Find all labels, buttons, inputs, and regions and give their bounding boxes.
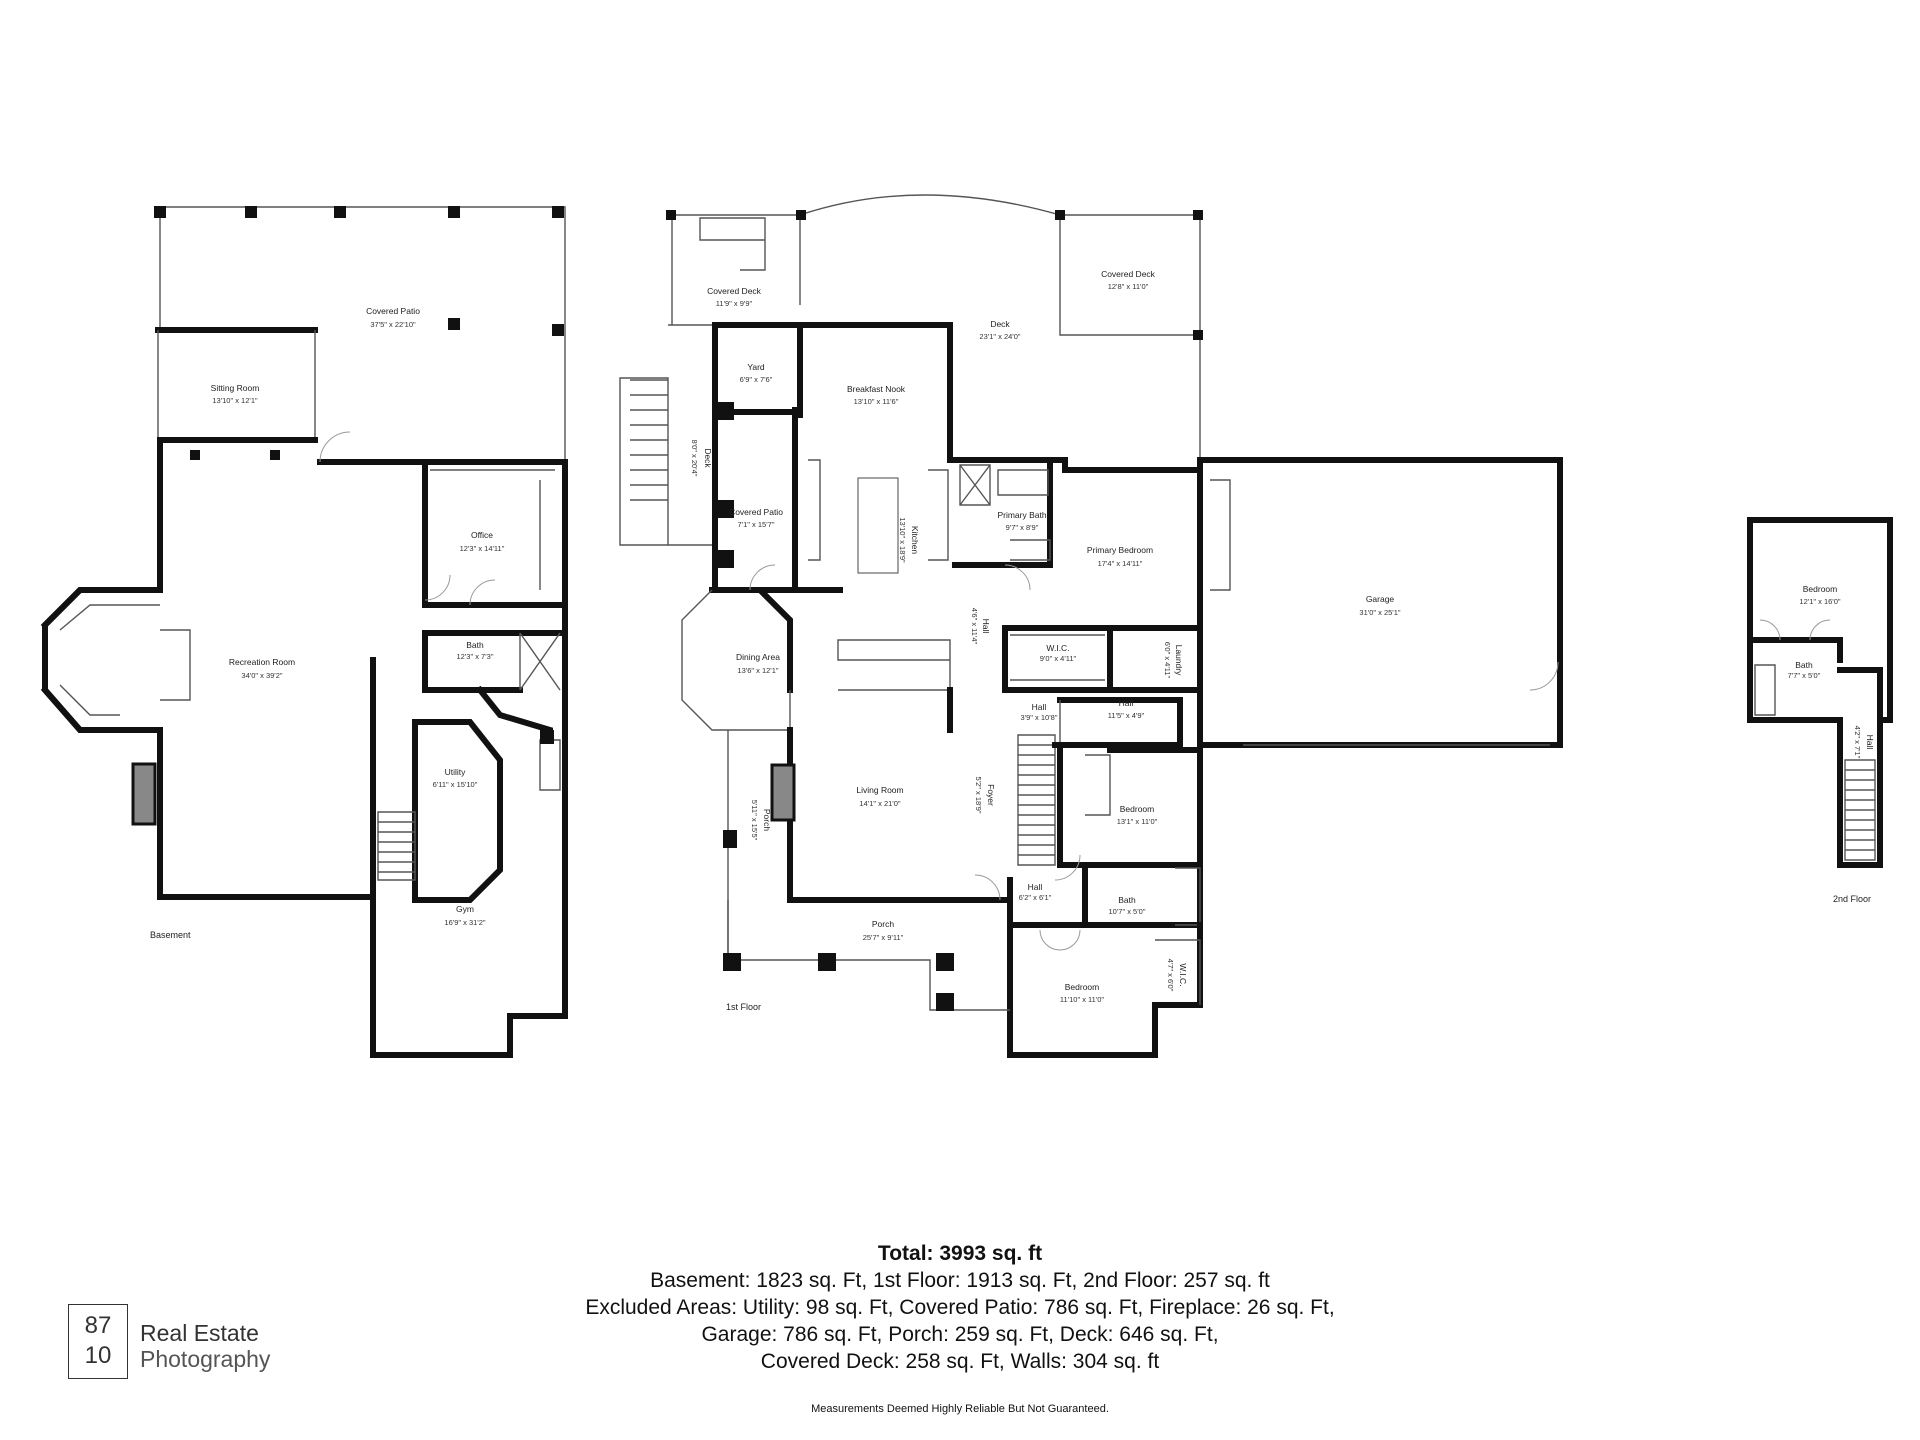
room-gym-dim: 16'9" x 31'2" bbox=[444, 918, 485, 927]
floor-label-second: 2nd Floor bbox=[1833, 894, 1871, 904]
room-primary-bath-dim: 9'7" x 8'9" bbox=[1006, 523, 1039, 532]
room-breakfast-nook-name: Breakfast Nook bbox=[847, 384, 906, 394]
room-garage-name: Garage bbox=[1366, 594, 1395, 604]
room-deck-side-dim: 8'0" x 20'4" bbox=[690, 440, 699, 477]
logo-top-number: 87 bbox=[84, 1312, 112, 1339]
room-covered-deck-2-dim: 12'8" x 11'0" bbox=[1108, 282, 1149, 291]
room-bath-bsmt-dim: 12'3" x 7'3" bbox=[457, 652, 494, 661]
room-wic-1f-name: W.I.C. bbox=[1178, 963, 1188, 986]
room-bath-1f-name: Bath bbox=[1118, 895, 1136, 905]
room-bedroom-1f-a-dim: 13'1" x 11'0" bbox=[1117, 817, 1158, 826]
floor-label-basement: Basement bbox=[150, 930, 191, 940]
brand-line-1: Real Estate bbox=[140, 1320, 259, 1346]
area-line-3: Garage: 786 sq. Ft, Porch: 259 sq. Ft, D… bbox=[701, 1323, 1219, 1346]
room-porch-side-name: Porch bbox=[762, 809, 772, 831]
room-hall-mid-dim: 11'5" x 4'9" bbox=[1108, 711, 1145, 720]
area-line-4: Covered Deck: 258 sq. Ft, Walls: 304 sq.… bbox=[760, 1350, 1160, 1373]
room-hall-lower-dim: 6'2" x 6'1" bbox=[1019, 893, 1052, 902]
room-living-room-dim: 14'1" x 21'0" bbox=[859, 799, 900, 808]
room-kitchen-dim: 13'10" x 18'9" bbox=[898, 517, 907, 563]
room-recreation-room-dim: 34'0" x 39'2" bbox=[241, 671, 282, 680]
area-summary: Total: 3993 sq. ft Basement: 1823 sq. Ft… bbox=[0, 1240, 1920, 1375]
room-utility-name: Utility bbox=[445, 767, 467, 777]
room-labels: Covered Patio 37'5" x 22'10" Sitting Roo… bbox=[211, 269, 1875, 1004]
room-bedroom-2f-dim: 12'1" x 16'0" bbox=[1799, 597, 1840, 606]
room-hall-2f-dim: 4'2" x 7'1" bbox=[1853, 726, 1862, 759]
room-living-room-name: Living Room bbox=[856, 785, 903, 795]
room-bath-2f-name: Bath bbox=[1795, 660, 1813, 670]
room-porch-side-dim: 5'11" x 15'5" bbox=[750, 800, 759, 841]
room-primary-bath-name: Primary Bath bbox=[997, 510, 1046, 520]
room-deck-main-dim: 23'1" x 24'0" bbox=[979, 332, 1020, 341]
room-primary-bedroom-name: Primary Bedroom bbox=[1087, 545, 1153, 555]
brand-name: Real Estate Photography bbox=[140, 1320, 270, 1372]
room-bath-2f-dim: 7'7" x 5'0" bbox=[1788, 671, 1821, 680]
area-line-2: Excluded Areas: Utility: 98 sq. Ft, Cove… bbox=[585, 1296, 1335, 1319]
second-floor-plan bbox=[1747, 517, 1893, 868]
room-covered-deck-1-name: Covered Deck bbox=[707, 286, 762, 296]
room-wic-primary-dim: 9'0" x 4'11" bbox=[1040, 654, 1077, 663]
room-foyer-dim: 5'2" x 18'9" bbox=[974, 777, 983, 814]
room-utility-dim: 6'11" x 15'10" bbox=[433, 780, 478, 789]
room-breakfast-nook-dim: 13'10" x 11'6" bbox=[854, 397, 899, 406]
room-kitchen-name: Kitchen bbox=[910, 526, 920, 555]
room-recreation-room-name: Recreation Room bbox=[229, 657, 295, 667]
room-bedroom-1f-b-name: Bedroom bbox=[1065, 982, 1100, 992]
room-covered-deck-1-dim: 11'9" x 9'9" bbox=[716, 299, 753, 308]
room-covered-deck-2-name: Covered Deck bbox=[1101, 269, 1156, 279]
room-wic-primary-name: W.I.C. bbox=[1046, 643, 1069, 653]
brand-line-2: Photography bbox=[140, 1346, 271, 1372]
room-wic-1f-dim: 4'7" x 6'0" bbox=[1166, 959, 1175, 992]
room-covered-patio-1f-name: Covered Patio bbox=[729, 507, 783, 517]
room-laundry-dim: 6'0" x 4'11" bbox=[1163, 642, 1172, 679]
room-hall-kitchen-name: Hall bbox=[981, 619, 991, 634]
room-porch-front-dim: 25'7" x 9'11" bbox=[863, 933, 904, 942]
room-deck-side-name: Deck bbox=[703, 448, 713, 468]
room-dining-area-name: Dining Area bbox=[736, 652, 780, 662]
room-yard-name: Yard bbox=[747, 362, 765, 372]
room-sitting-room-name: Sitting Room bbox=[211, 383, 260, 393]
logo-bottom-number: 10 bbox=[84, 1342, 112, 1369]
room-office-name: Office bbox=[471, 530, 493, 540]
room-gym-name: Gym bbox=[456, 904, 474, 914]
room-deck-main-name: Deck bbox=[990, 319, 1010, 329]
total-area: Total: 3993 sq. ft bbox=[877, 1242, 1043, 1265]
room-covered-patio-bsmt-dim: 37'5" x 22'10" bbox=[370, 320, 416, 329]
room-covered-patio-bsmt-name: Covered Patio bbox=[366, 306, 420, 316]
room-primary-bedroom-dim: 17'4" x 14'11" bbox=[1098, 559, 1143, 568]
room-sitting-room-dim: 13'10" x 12'1" bbox=[212, 396, 258, 405]
room-laundry-name: Laundry bbox=[1174, 645, 1184, 676]
room-hall-small-dim: 3'9" x 10'8" bbox=[1021, 713, 1058, 722]
room-hall-kitchen-dim: 4'6" x 11'4" bbox=[970, 608, 979, 645]
room-bath-1f-dim: 10'7" x 5'0" bbox=[1109, 907, 1146, 916]
room-bath-bsmt-name: Bath bbox=[466, 640, 484, 650]
floor-label-first: 1st Floor bbox=[726, 1002, 761, 1012]
room-bedroom-1f-b-dim: 11'10" x 11'0" bbox=[1060, 995, 1105, 1004]
disclaimer: Measurements Deemed Highly Reliable But … bbox=[811, 1403, 1109, 1415]
room-dining-area-dim: 13'6" x 12'1" bbox=[737, 666, 778, 675]
room-hall-mid-name: Hall bbox=[1119, 698, 1134, 708]
room-porch-front-name: Porch bbox=[872, 919, 894, 929]
room-foyer-name: Foyer bbox=[986, 784, 996, 806]
room-hall-2f-name: Hall bbox=[1865, 735, 1875, 750]
area-line-1: Basement: 1823 sq. Ft, 1st Floor: 1913 s… bbox=[650, 1269, 1270, 1292]
room-hall-lower-name: Hall bbox=[1028, 882, 1043, 892]
room-bedroom-1f-a-name: Bedroom bbox=[1120, 804, 1155, 814]
room-covered-patio-1f-dim: 7'1" x 15'7" bbox=[738, 520, 775, 529]
room-office-dim: 12'3" x 14'11" bbox=[460, 544, 505, 553]
room-garage-dim: 31'0" x 25'1" bbox=[1359, 608, 1400, 617]
brand-logo: 87 10 bbox=[68, 1304, 128, 1379]
room-bedroom-2f-name: Bedroom bbox=[1803, 584, 1838, 594]
room-yard-dim: 6'9" x 7'6" bbox=[740, 375, 773, 384]
basement-plan bbox=[40, 206, 568, 1058]
room-hall-small-name: Hall bbox=[1032, 702, 1047, 712]
first-floor-plan bbox=[619, 194, 1563, 1058]
